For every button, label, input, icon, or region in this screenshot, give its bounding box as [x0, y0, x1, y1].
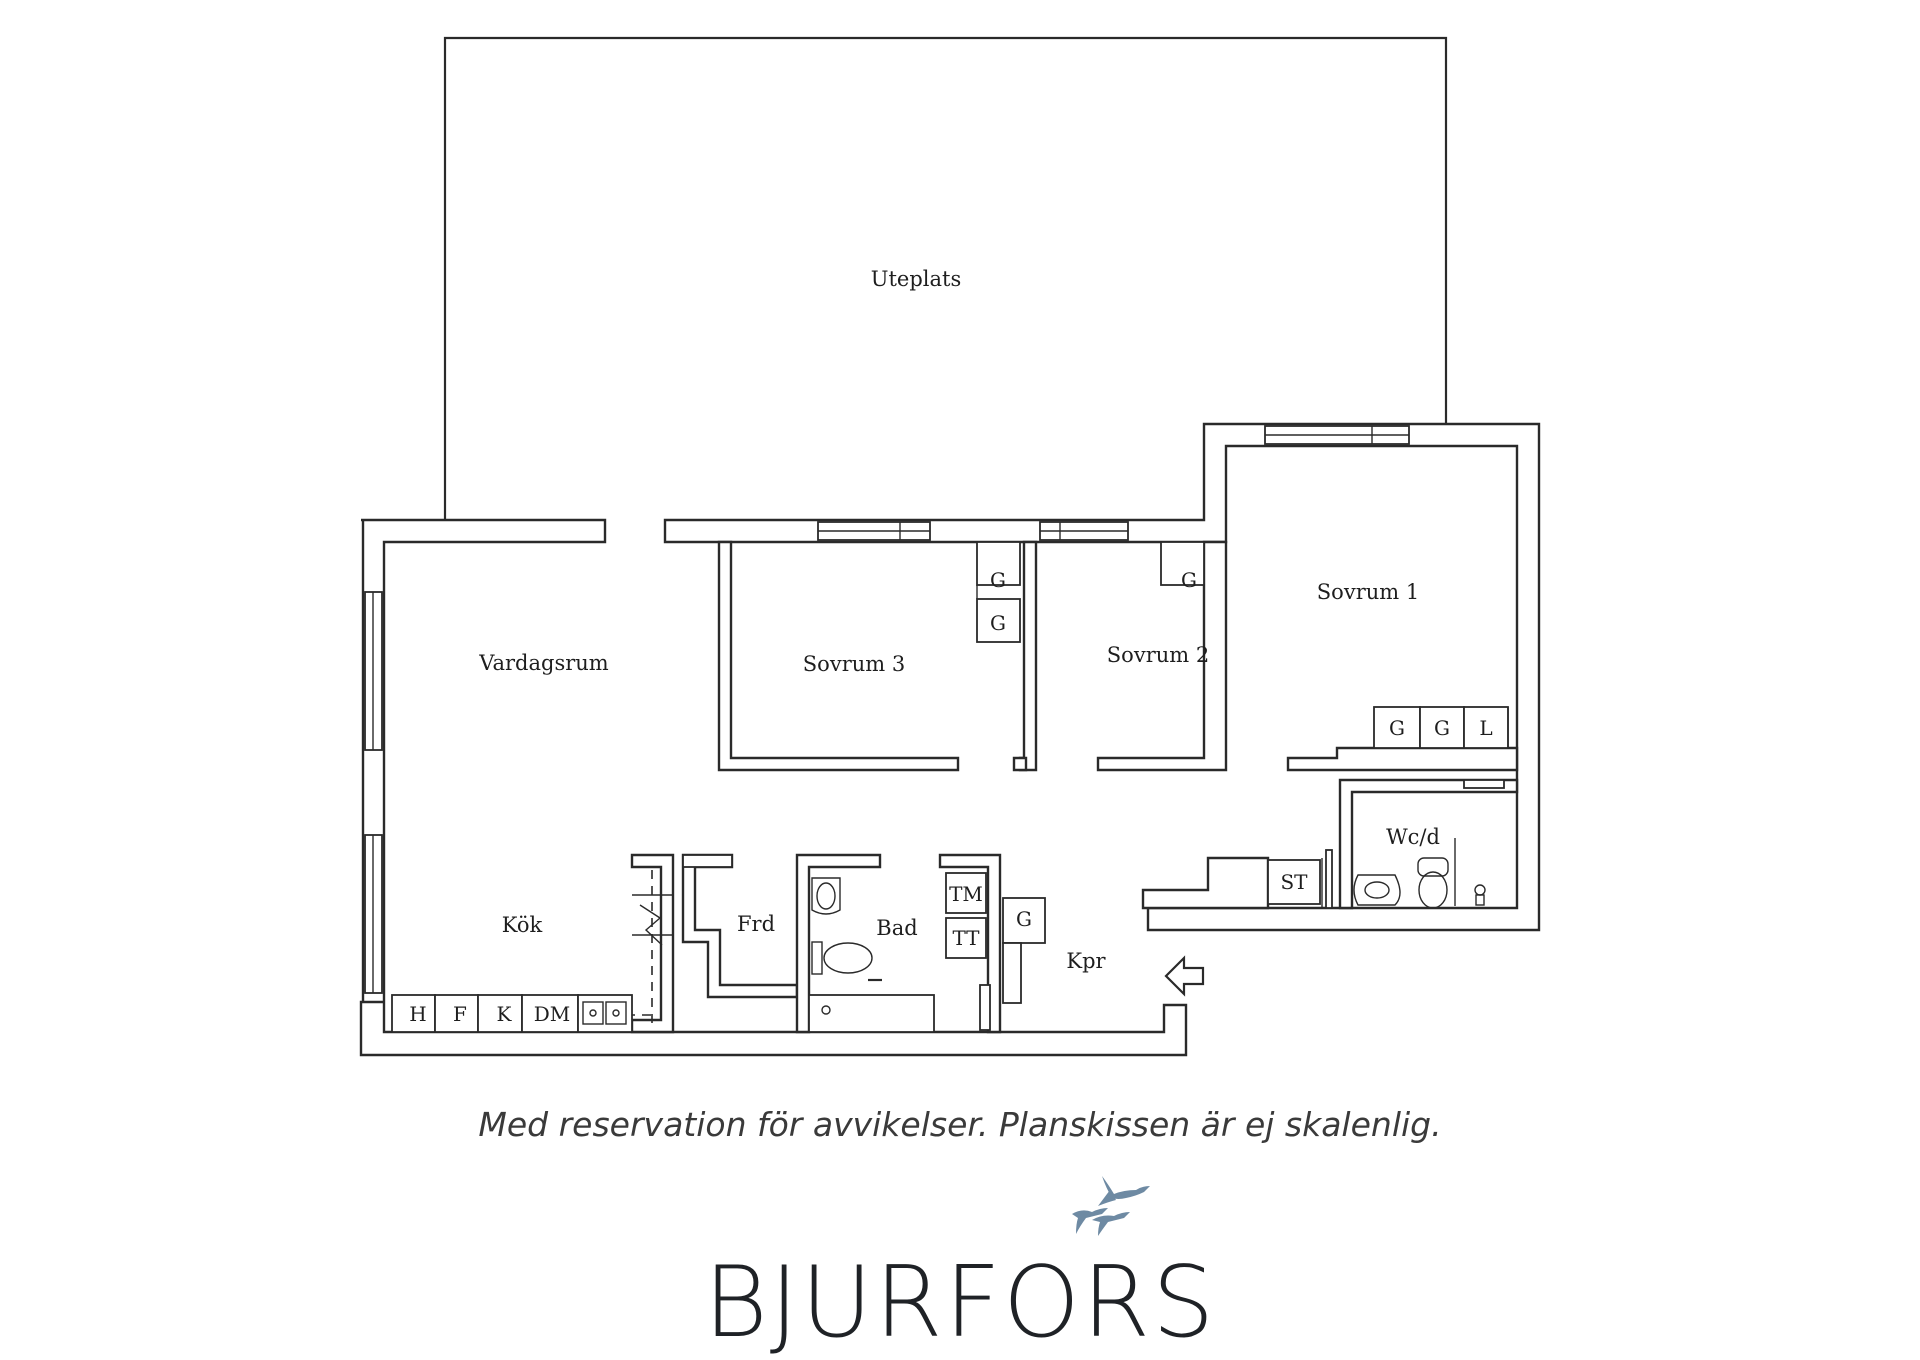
wall-bad: [795, 853, 882, 1034]
room-label-kpr: Kpr: [1066, 949, 1106, 973]
wall-sovrum2-3-stub: [1012, 756, 1028, 772]
fixture-label-l: L: [1479, 716, 1492, 740]
room-label-kok: Kök: [502, 913, 543, 937]
brand-logo: BJURFORS: [703, 1246, 1217, 1360]
room-label-sovrum1: Sovrum 1: [1317, 580, 1419, 604]
terrace-outline: [443, 36, 1448, 520]
outer-walls: [359, 422, 1541, 1057]
window-sovrum1: [1264, 425, 1410, 445]
fixture-label-k: K: [497, 1002, 513, 1026]
fixture-label-dm: DM: [534, 1002, 571, 1026]
wall-sovrum3-2: [1018, 540, 1038, 772]
wall-sovrum3: [717, 540, 960, 772]
fixture-label-h: H: [409, 1002, 426, 1026]
room-label-wcd: Wc/d: [1386, 825, 1440, 849]
room-label-uteplats: Uteplats: [871, 267, 961, 291]
window-sovrum3: [817, 521, 931, 541]
wall-sovrum1-lower: [1286, 746, 1519, 772]
fixture-label-tt: TT: [952, 926, 980, 950]
fixture-label-g: G: [1434, 716, 1450, 740]
fixture-label-g: G: [990, 568, 1006, 592]
window-left-upper: [364, 591, 383, 751]
window-sovrum2: [1039, 521, 1129, 541]
room-label-sovrum2: Sovrum 2: [1107, 643, 1209, 667]
disclaimer-text: Med reservation för avvikelser. Planskis…: [478, 1105, 1442, 1144]
fixture-label-g: G: [990, 611, 1006, 635]
fixture-label-g: G: [1389, 716, 1405, 740]
fixture-label-tm: TM: [949, 882, 983, 906]
room-label-frd: Frd: [737, 912, 775, 936]
room-label-bad: Bad: [876, 916, 917, 940]
st-cabinet: [1267, 859, 1321, 905]
wall-tm-tt: [938, 853, 1002, 1034]
entrance-arrow-icon: [1164, 955, 1205, 997]
birds-icon: [1072, 1176, 1150, 1236]
window-left-lower: [364, 834, 383, 994]
wall-corridor-wc: [1338, 778, 1519, 910]
room-label-sovrum3: Sovrum 3: [803, 652, 905, 676]
wall-wc-left-block: [1141, 856, 1270, 910]
wall-sovrum2-1: [1096, 540, 1228, 772]
fixture-label-g: G: [1016, 907, 1032, 931]
room-label-vardagsrum: Vardagsrum: [478, 651, 609, 675]
fixture-label-g: G: [1181, 568, 1197, 592]
fixture-label-st: ST: [1280, 870, 1308, 894]
fixture-label-f: F: [453, 1002, 467, 1026]
